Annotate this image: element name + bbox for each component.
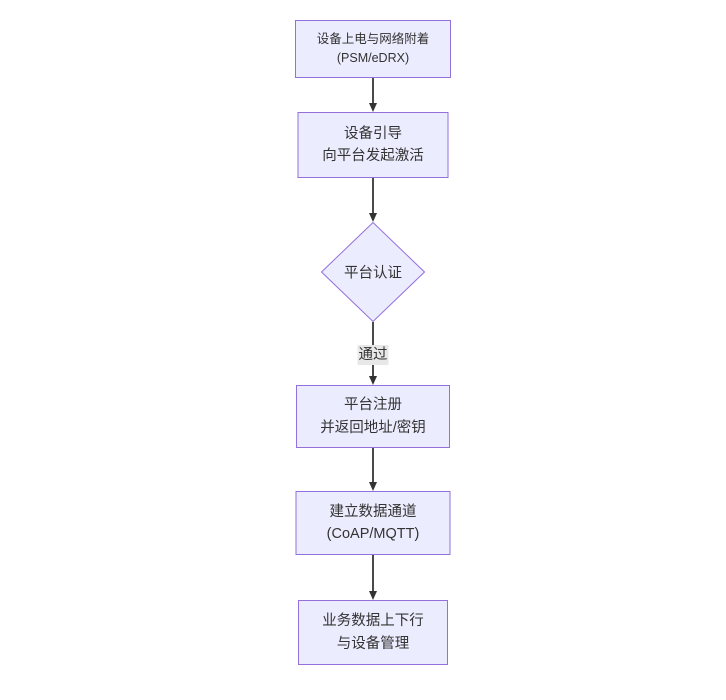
decision-node-platform-auth: 平台认证 <box>321 222 425 322</box>
edge-label-pass: 通过 <box>357 345 389 366</box>
node-text-line: 设备上电与网络附着 <box>316 31 430 46</box>
node-text-line: 建立数据通道 <box>329 503 417 520</box>
edge-line <box>372 555 374 591</box>
node-text-line: 并返回地址/密钥 <box>320 419 426 436</box>
edge-n5-n6 <box>369 555 377 600</box>
edge-n1-n2 <box>369 78 377 112</box>
node-text-line: (CoAP/MQTT) <box>326 526 420 542</box>
node-text-line: 平台注册 <box>344 397 402 414</box>
arrow-down-icon <box>369 103 377 112</box>
node-text-line: (PSM/eDRX) <box>336 51 410 65</box>
edge-n4-n5 <box>369 448 377 491</box>
flow-node-business-data: 业务数据上下行 与设备管理 <box>298 600 448 665</box>
flow-node-data-channel: 建立数据通道 (CoAP/MQTT) <box>295 491 451 555</box>
edge-n3-n4: 通过 <box>357 322 389 385</box>
diamond-shape <box>321 222 425 322</box>
flow-node-device-bootstrap: 设备引导 向平台发起激活 <box>297 112 449 178</box>
arrow-down-icon <box>369 376 377 385</box>
flow-node-platform-register: 平台注册 并返回地址/密钥 <box>296 385 450 448</box>
node-text-line: 设备引导 <box>344 125 402 142</box>
flow-node-power-network-attach: 设备上电与网络附着 (PSM/eDRX) <box>295 20 451 78</box>
edge-line <box>372 448 374 482</box>
node-text-line: 平台认证 <box>344 265 402 282</box>
node-text-line: 与设备管理 <box>336 635 410 652</box>
edge-line <box>372 178 374 213</box>
arrow-down-icon <box>369 213 377 222</box>
node-text-line: 业务数据上下行 <box>322 613 424 630</box>
edge-line <box>372 78 374 103</box>
arrow-down-icon <box>369 482 377 491</box>
edge-n2-n3 <box>369 178 377 222</box>
node-text-line: 向平台发起激活 <box>322 148 424 164</box>
arrow-down-icon <box>369 591 377 600</box>
